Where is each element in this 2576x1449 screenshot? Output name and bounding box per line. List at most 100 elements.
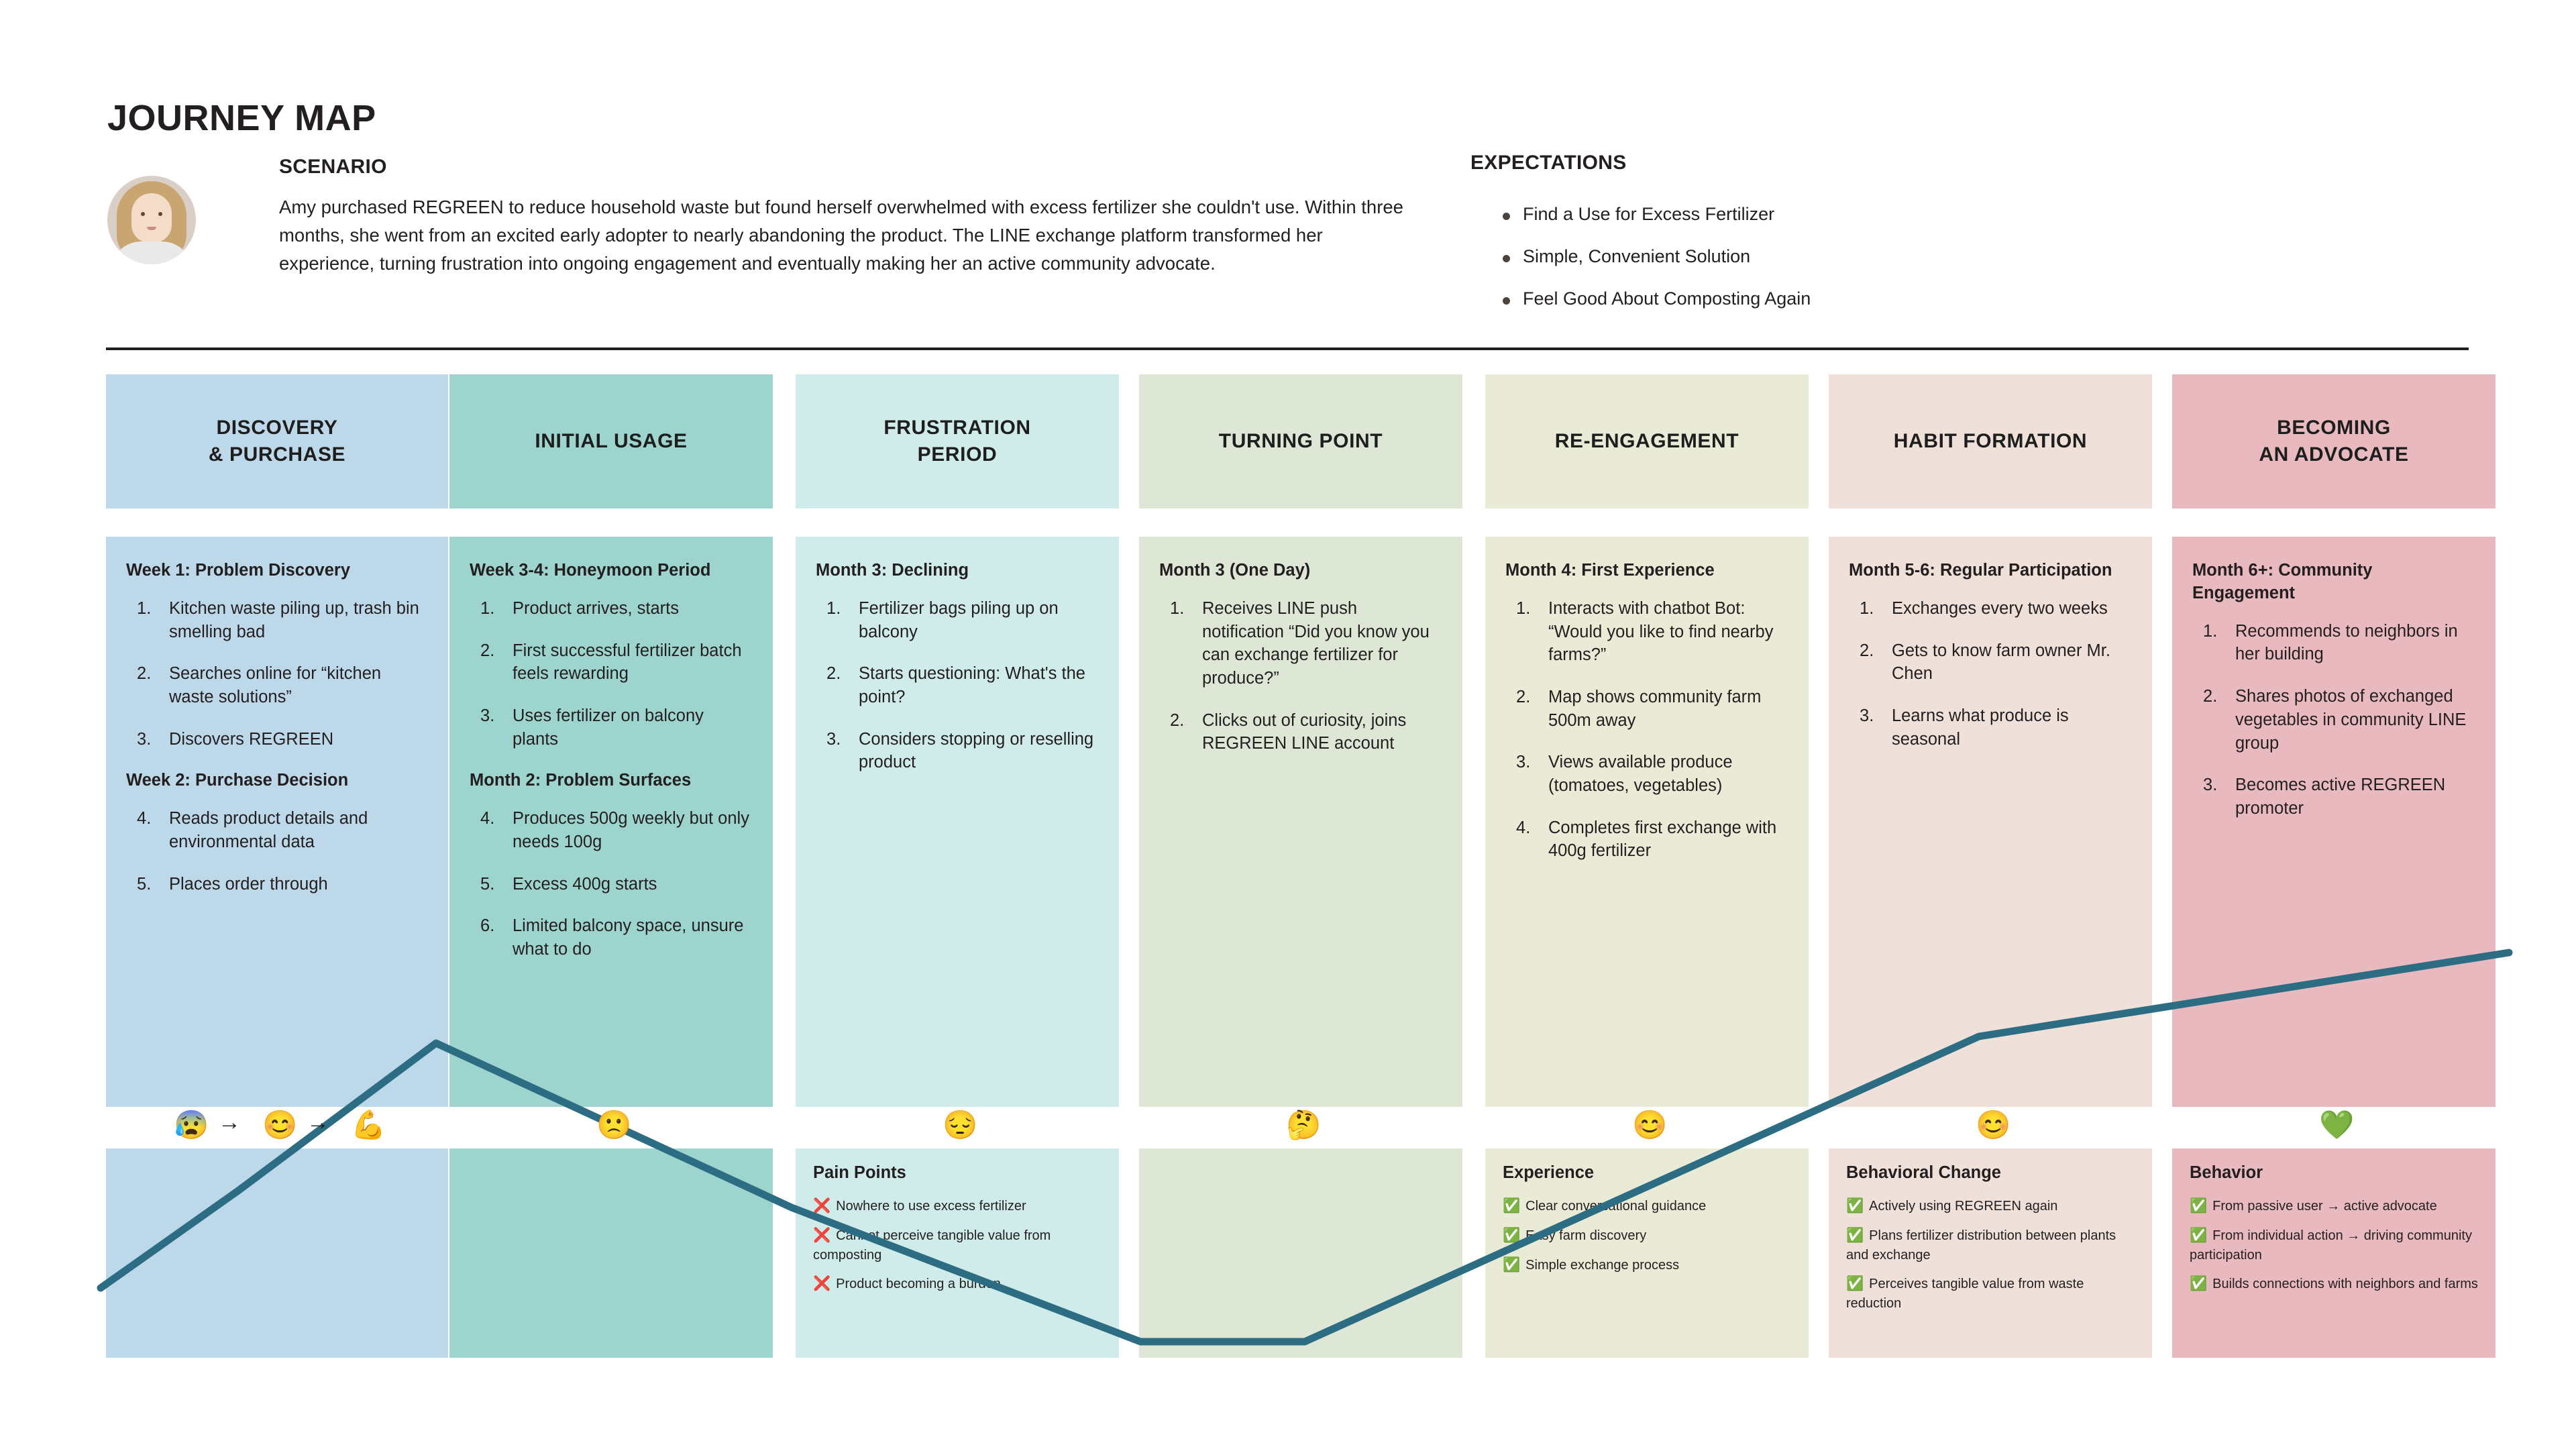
step-item: Places order through [137, 873, 328, 896]
check-mark-icon: ✅ [2190, 1198, 2208, 1214]
step-item: Kitchen waste piling up, trash bin smell… [137, 597, 419, 641]
step-item: Receives LINE push notification “Did you… [1170, 597, 1430, 688]
smiling-face-icon: 😊 [1632, 1109, 1668, 1140]
lower-item-text: Nowhere to use excess fertilizer [836, 1199, 1026, 1214]
flexed-biceps-icon: 💪 [351, 1109, 386, 1140]
phase-header-label: DISCOVERY& PURCHASE [208, 416, 346, 466]
step-item: Views available produce (tomatoes, veget… [1516, 751, 1733, 795]
step-item: Recommends to neighbors in her building [2203, 620, 2458, 664]
cross-mark-icon: ❌ [813, 1227, 831, 1243]
step-item: First successful fertilizer batch feels … [480, 639, 742, 684]
phase-header-4[interactable]: TURNING POINT [1139, 374, 1462, 508]
phase-lower-1 [106, 1148, 448, 1358]
lower-list-item: ✅ Builds connections with neighbors and f… [2190, 1274, 2478, 1294]
phase-lower-6: Behavioral Change✅Actively using REGREEN… [1829, 1148, 2152, 1358]
section-heading: Month 2: Problem Surfaces [470, 771, 692, 790]
expectation-item: Simple, Convenient Solution [1497, 248, 2101, 266]
step-list: Receives LINE push notification “Did you… [1159, 597, 1442, 755]
lower-item-text: Actively using REGREEN again [1869, 1199, 2058, 1214]
check-mark-icon: ✅ [1846, 1227, 1864, 1243]
lower-item-text: Easy farm discovery [1525, 1228, 1647, 1243]
step-list: Produces 500g weekly but only needs 100g… [470, 807, 753, 961]
thinking-face-icon: 🤔 [1286, 1109, 1322, 1140]
step-item: Map shows community farm 500m away [1516, 686, 1762, 730]
avatar-face [131, 193, 172, 243]
section-heading: Month 6+: Community Engagement [2192, 561, 2373, 602]
header-divider [106, 347, 2469, 350]
section-heading: Month 3: Declining [816, 561, 969, 580]
lower-list-item: ❌ Product becoming a burden [813, 1274, 1102, 1294]
cross-mark-icon: ❌ [813, 1276, 831, 1292]
step-item: Product arrives, starts [480, 597, 679, 620]
lower-list: ✅From passive user → active advocate✅Fro… [2190, 1196, 2478, 1294]
phase-lower-3: Pain Points ❌ Nowhere to use excess fertil… [796, 1148, 1119, 1358]
lower-item-text: Product becoming a burden [836, 1277, 1001, 1292]
expectation-item: Find a Use for Excess Fertilizer [1497, 205, 2101, 223]
lower-item-text: Clear conversational guidance [1525, 1199, 1707, 1214]
step-list: Kitchen waste piling up, trash bin smell… [126, 597, 428, 751]
lower-item-text: Simple exchange process [1525, 1257, 1680, 1273]
section-heading: Month 4: First Experience [1505, 561, 1715, 580]
section-heading: Month 3 (One Day) [1159, 561, 1311, 580]
green-heart-icon: 💚 [2319, 1109, 2355, 1140]
section-heading: Week 2: Purchase Decision [126, 771, 349, 790]
step-list: Interacts with chatbot Bot: “Would you l… [1505, 597, 1788, 863]
lower-item-text: From passive user → active advocate [2212, 1199, 2437, 1214]
phase-lower-2 [449, 1148, 773, 1358]
step-item: Reads product details and environmental … [137, 807, 368, 851]
phase-header-label: TURNING POINT [1218, 429, 1383, 452]
step-item: Limited balcony space, unsure what to do [480, 914, 744, 959]
avatar-eye-right [158, 212, 162, 216]
step-item: Gets to know farm owner Mr. Chen [1860, 639, 2110, 684]
cross-mark-icon: ❌ [813, 1198, 831, 1214]
lower-heading: Pain Points [813, 1163, 906, 1182]
phase-header-2[interactable]: INITIAL USAGE [449, 374, 773, 508]
check-mark-icon: ✅ [1846, 1198, 1864, 1214]
arrow-right-icon: → [218, 1110, 241, 1135]
step-item: Discovers REGREEN [137, 728, 334, 751]
lower-list: ✅Actively using REGREEN again✅Plans fert… [1846, 1196, 2135, 1313]
lower-list-item: ✅ Clear conversational guidance [1503, 1196, 1791, 1216]
phase-lower-7: Behavior ✅ From passive user → active advo… [2172, 1148, 2496, 1358]
section-heading: Month 5-6: Regular Participation [1849, 561, 2112, 580]
lower-item-text: Builds connections with neighbors and fa… [2212, 1277, 2478, 1292]
expectations-heading: EXPECTATIONS [1470, 152, 1627, 174]
pensive-face-icon: 😔 [943, 1109, 978, 1140]
phase-header-5[interactable]: RE-ENGAGEMENT [1485, 374, 1809, 508]
lower-heading: Behavior [2190, 1163, 2263, 1182]
step-item: Starts questioning: What's the point? [826, 662, 1085, 706]
step-item: Uses fertilizer on balcony plants [480, 704, 704, 749]
phase-header-6[interactable]: HABIT FORMATION [1829, 374, 2152, 508]
step-item: Learns what produce is seasonal [1860, 704, 2069, 749]
check-mark-icon: ✅ [1503, 1198, 1521, 1214]
phase-header-1[interactable]: DISCOVERY& PURCHASE [106, 374, 448, 508]
lower-list-item: ✅ From passive user → active advocate [2190, 1196, 2478, 1216]
check-mark-icon: ✅ [1503, 1227, 1521, 1243]
step-item: Produces 500g weekly but only needs 100g [480, 807, 749, 851]
phase-content-4: Month 3 (One Day) Receives LINE push noti… [1139, 537, 1462, 1107]
section-heading: Week 3-4: Honeymoon Period [470, 561, 711, 580]
avatar [107, 176, 196, 264]
step-item: Searches online for “kitchen waste solut… [137, 662, 382, 706]
arrow-right-icon: → [307, 1110, 329, 1135]
slightly-frowning-face-icon: 🙁 [596, 1109, 632, 1140]
check-mark-icon: ✅ [1846, 1276, 1864, 1292]
lower-list-item: ✅ Actively using REGREEN again [1846, 1196, 2135, 1216]
lower-list-item: ✅Perceives tangible value from waste red… [1846, 1274, 2135, 1313]
step-list: Reads product details and environmental … [126, 807, 428, 896]
smiling-face-icon: 😊 [1976, 1109, 2011, 1140]
check-mark-icon: ✅ [1503, 1256, 1521, 1273]
smiling-face-icon: 😊 [262, 1109, 298, 1140]
expectation-item: Feel Good About Composting Again [1497, 290, 2101, 308]
lower-list-item: ❌ Nowhere to use excess fertilizer [813, 1196, 1102, 1216]
check-mark-icon: ✅ [2190, 1276, 2208, 1292]
lower-list-item: ✅ Easy farm discovery [1503, 1226, 1791, 1246]
